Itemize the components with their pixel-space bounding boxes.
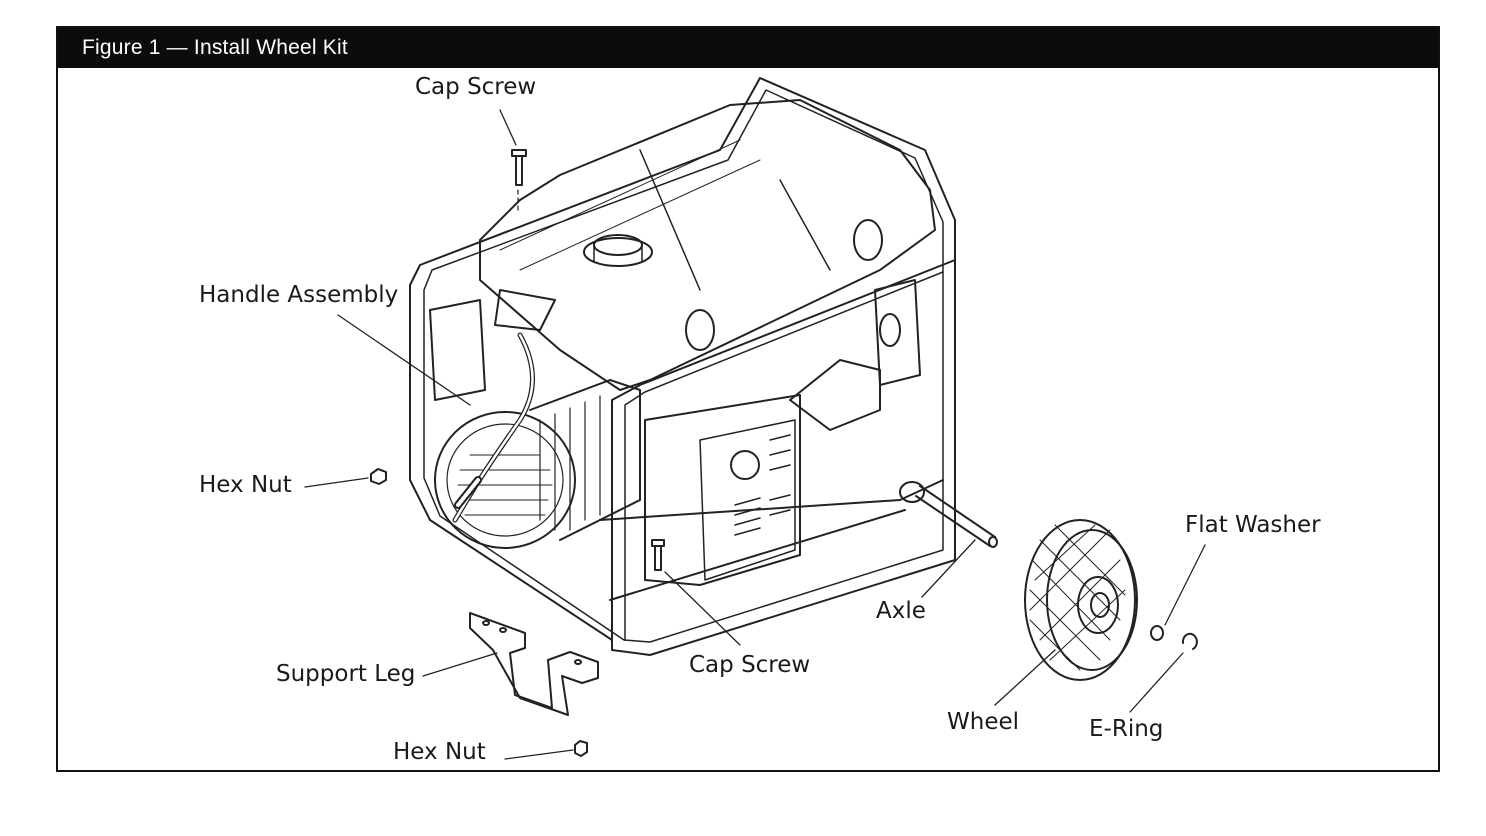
hex-nut-bottom-part (574, 740, 588, 757)
axle-rod (899, 481, 998, 548)
label-hex-nut-left: Hex Nut (199, 472, 292, 498)
support-leg-part (469, 612, 599, 716)
label-hex-nut-bottom: Hex Nut (393, 739, 486, 765)
control-panel (644, 394, 801, 586)
label-wheel: Wheel (947, 709, 1020, 735)
label-axle: Axle (876, 598, 926, 624)
leader-lines (304, 109, 1206, 760)
label-cap-screw-bottom: Cap Screw (689, 652, 811, 678)
label-handle-assembly: Handle Assembly (199, 282, 399, 308)
label-cap-screw-top: Cap Screw (415, 74, 537, 100)
generator-frame (409, 77, 956, 656)
fuel-tank (479, 99, 936, 391)
cap-screw-bottom-part (651, 539, 665, 571)
e-ring-part (1181, 632, 1198, 650)
figure-frame: Figure 1 — Install Wheel Kit (56, 26, 1440, 772)
label-flat-washer: Flat Washer (1185, 512, 1321, 538)
figure-title: Figure 1 — Install Wheel Kit (82, 36, 348, 59)
engine-alternator (434, 279, 921, 549)
wheel-graphic (1024, 519, 1138, 681)
handle-assembly (452, 289, 556, 523)
flat-washer-part (1150, 625, 1164, 641)
figure-title-bar: Figure 1 — Install Wheel Kit (58, 28, 1438, 68)
cap-screw-top-part (511, 149, 527, 211)
hex-nut-left-part (370, 468, 387, 485)
label-support-leg: Support Leg (276, 661, 416, 687)
side-plate (429, 299, 486, 401)
label-e-ring: E-Ring (1089, 716, 1164, 742)
